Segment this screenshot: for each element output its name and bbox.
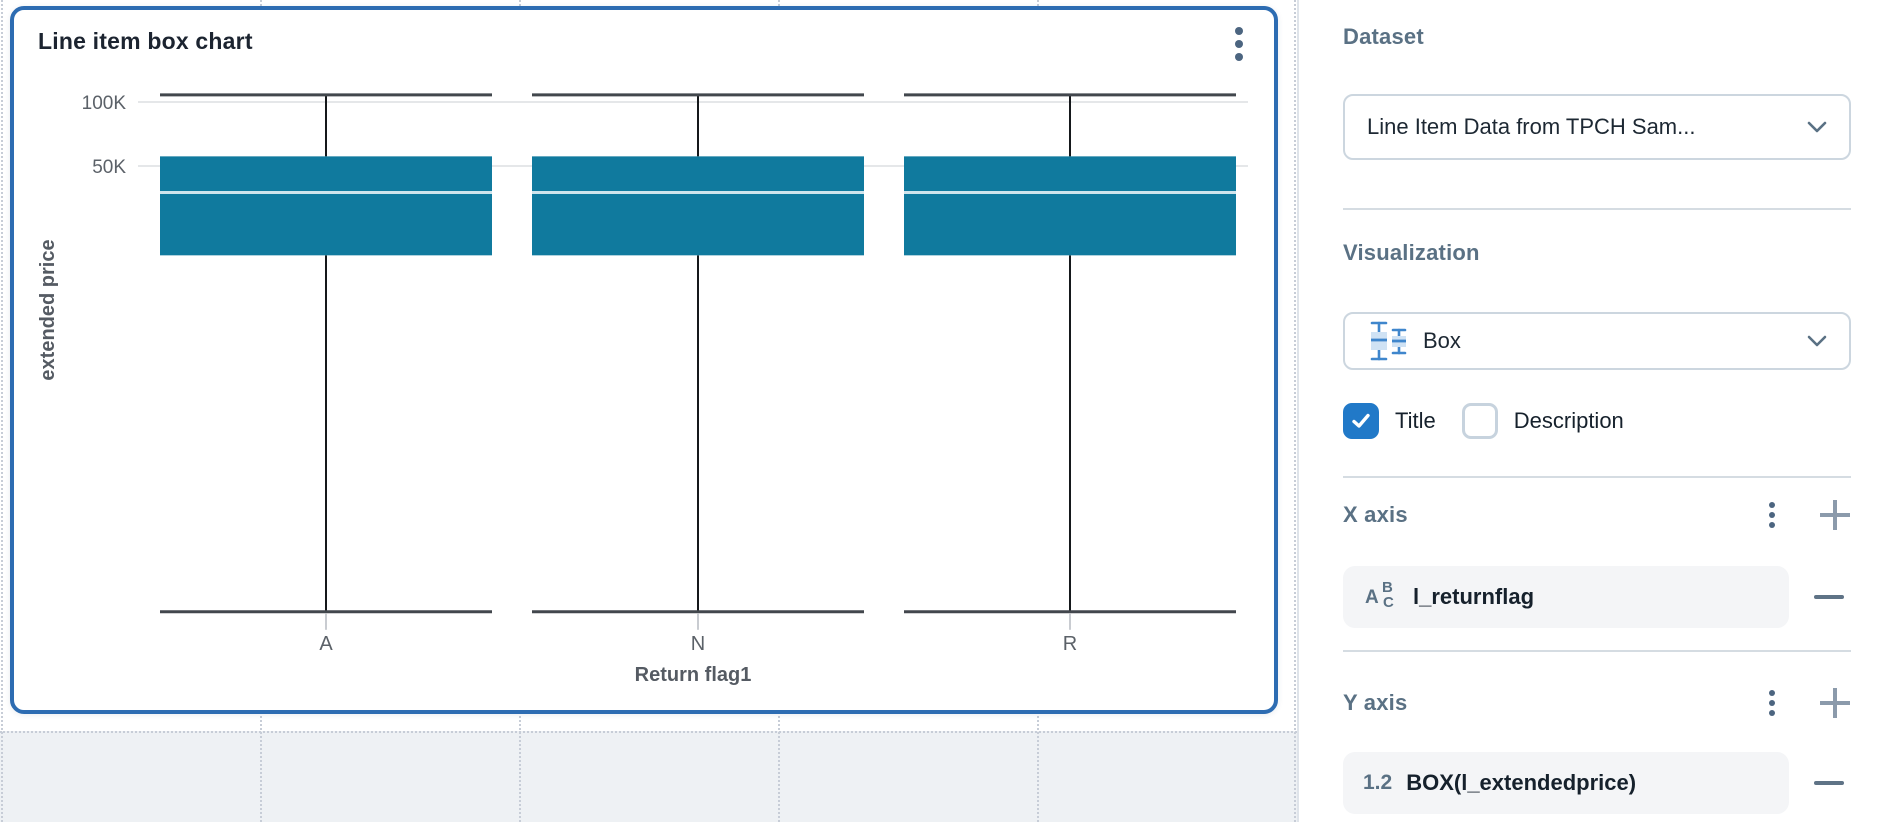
grid-line — [0, 731, 1297, 733]
box-plot-icon — [1370, 321, 1407, 361]
dashboard-next-row-area — [0, 731, 1297, 822]
chevron-down-icon — [1807, 121, 1827, 133]
kebab-menu-icon[interactable] — [1226, 24, 1252, 64]
number-type-icon: 1.2 — [1363, 771, 1393, 794]
x-tick-label: R — [1063, 633, 1077, 655]
divider — [1343, 650, 1851, 652]
y-tick-label: 50K — [92, 157, 126, 178]
chart-card[interactable]: Line item box chart 100K 50K A N R Return fla… — [10, 6, 1278, 714]
title-checkbox-label: Title — [1395, 408, 1436, 433]
x-axis-kebab-menu-icon[interactable] — [1759, 500, 1785, 530]
x-axis-heading: X axis — [1343, 502, 1408, 527]
dataset-value: Line Item Data from TPCH Sam... — [1367, 114, 1696, 139]
chevron-down-icon — [1807, 335, 1827, 347]
x-axis-field-pill[interactable]: A B C l_returnflag — [1343, 566, 1789, 628]
y-axis-field-name: BOX(l_extendedprice) — [1406, 770, 1637, 795]
settings-sidebar: Dataset Line Item Data from TPCH Sam... … — [1297, 0, 1894, 822]
visualization-value: Box — [1423, 328, 1461, 353]
y-axis-title: extended price — [37, 239, 59, 380]
chart-title: Line item box chart — [38, 28, 253, 54]
y-tick-label: 100K — [82, 93, 127, 114]
divider — [1343, 208, 1851, 210]
y-axis-heading: Y axis — [1343, 690, 1408, 715]
dataset-dropdown[interactable]: Line Item Data from TPCH Sam... — [1343, 94, 1851, 160]
x-axis-add-button[interactable] — [1819, 499, 1851, 531]
x-axis-remove-button[interactable] — [1809, 577, 1849, 617]
grid-line — [1, 0, 3, 822]
visualization-dropdown[interactable]: Box — [1343, 312, 1851, 370]
box-plot-chart: 100K 50K A N R Return flag1 extended price — [37, 93, 1248, 686]
x-tick-label: N — [691, 633, 705, 655]
dataset-heading: Dataset — [1343, 24, 1424, 49]
y-axis-kebab-menu-icon[interactable] — [1759, 688, 1785, 718]
y-axis-add-button[interactable] — [1819, 687, 1851, 719]
dashboard-canvas: Line item box chart 100K 50K A N R Return fla… — [0, 0, 1297, 822]
divider — [1343, 476, 1851, 478]
y-axis-remove-button[interactable] — [1809, 763, 1849, 803]
checkmark-icon — [1352, 413, 1370, 428]
x-axis-field-name: l_returnflag — [1413, 584, 1535, 609]
text-type-icon: A B C — [1365, 579, 1394, 611]
description-checkbox-label: Description — [1513, 408, 1624, 433]
description-checkbox[interactable] — [1461, 403, 1498, 439]
grid-line — [1294, 0, 1296, 822]
box-iqr[interactable] — [160, 156, 492, 256]
box-iqr[interactable] — [532, 156, 864, 256]
title-checkbox[interactable] — [1343, 403, 1379, 439]
visualization-heading: Visualization — [1343, 240, 1480, 265]
y-axis-field-pill[interactable]: 1.2 BOX(l_extendedprice) — [1343, 752, 1789, 814]
box-iqr[interactable] — [904, 156, 1236, 256]
x-tick-label: A — [319, 633, 333, 655]
x-axis-title: Return flag1 — [635, 664, 752, 686]
